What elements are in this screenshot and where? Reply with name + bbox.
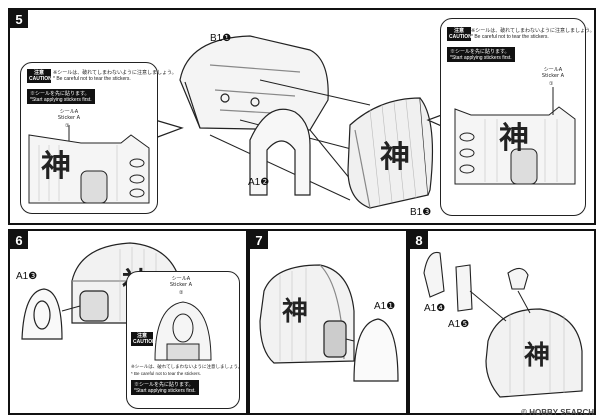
sticker-number: ②	[179, 290, 184, 296]
b1-bottom-shell	[347, 97, 434, 209]
apply-first-bar: ※シールを先に貼ります。 *Start applying stickers fi…	[27, 89, 95, 104]
left-callout-tail	[154, 119, 184, 139]
caution-en: * Be careful not to tear the stickers.	[131, 371, 202, 376]
left-callout-drawing	[28, 125, 150, 204]
body-kanji: 神	[282, 297, 309, 327]
a1-arch	[249, 108, 311, 196]
apply-first-en: *Start applying stickers first.	[134, 388, 196, 394]
caution-badge: 注意 CAUTION	[447, 27, 472, 41]
step-number: 6	[10, 231, 28, 249]
apply-first-jp: ※シールを先に貼ります。	[450, 49, 510, 55]
step-8-panel: 8 A1❹ A1❺ 神	[408, 229, 596, 415]
a1-piece-4	[423, 251, 445, 298]
part-label-a1-4: A1❹	[424, 303, 446, 314]
caution-jp: ※シールは、破れてしまわないように注意しましょう。	[53, 70, 177, 76]
step-6-sticker-callout: シールA Sticker A ② 注意 CAUTION ※シールは、破れてしまわ…	[126, 271, 243, 409]
step-number: 7	[250, 231, 268, 249]
right-callout-drawing	[454, 87, 576, 185]
step-7-drawing	[259, 264, 399, 382]
caution-badge: 注意 CAUTION	[131, 332, 156, 346]
part-label-a1: A1❶	[374, 301, 396, 312]
right-sticker-callout: 注意 CAUTION ※シールは、破れてしまわないように注意しましょう。 * B…	[440, 18, 594, 216]
apply-first-en: *Start applying stickers first.	[30, 97, 92, 103]
body-kanji: 神	[524, 341, 551, 371]
part-label-b1-top: B1❶	[210, 33, 232, 44]
left-callout-kanji: 神	[41, 149, 71, 184]
a1-piece-5	[455, 264, 473, 312]
left-sticker-callout: 注意 CAUTION ※シールは、破れてしまわないように注意しましょう。 * B…	[20, 62, 177, 214]
step-7-panel: 7 神 A1❶	[248, 229, 408, 415]
caution-en: * Be careful not to tear the stickers.	[53, 76, 131, 82]
step-5-panel: 5	[8, 8, 596, 225]
step-number: 5	[10, 10, 28, 28]
step-number: 8	[410, 231, 428, 249]
right-callout-kanji: 神	[499, 121, 529, 156]
part-label-a1: A1❷	[248, 177, 270, 188]
apply-first-jp: ※シールを先に貼ります。	[134, 382, 194, 388]
step-5-drawing	[154, 35, 456, 209]
sticker-label: シールA Sticker A	[169, 276, 193, 288]
step-8-drawing	[423, 251, 583, 398]
a1-door-piece	[353, 318, 399, 382]
a1-face-piece	[21, 288, 63, 340]
apply-first-bar: ※シールを先に貼ります。 *Start applying stickers fi…	[447, 47, 515, 62]
step-6-panel: 6 A1❸ 神 シールA Sticker A ②	[8, 229, 248, 415]
b1-top-shell	[179, 35, 329, 131]
top-cap	[507, 267, 529, 290]
apply-first-jp: ※シールを先に貼ります。	[30, 91, 90, 97]
apply-first-bar: ※シールを先に貼ります。 *Start applying stickers fi…	[131, 380, 199, 395]
part-label-b1-bottom: B1❸	[410, 207, 432, 218]
caution-en: * Be careful not to tear the stickers.	[471, 34, 549, 40]
sticker-number: ①	[65, 123, 70, 129]
caution-jp: ※シールは、破れてしまわないように注意しましょう。	[131, 365, 243, 370]
part-label-a1: A1❸	[16, 271, 38, 282]
part-label-a1-5: A1❺	[448, 319, 470, 330]
b1-kanji: 神	[380, 140, 410, 175]
watermark: © HOBBY SEARCH	[521, 408, 594, 417]
sticker-label: シールA Sticker A	[541, 67, 565, 79]
sticker-label: シールA Sticker A	[57, 109, 81, 121]
caution-badge: 注意 CAUTION	[27, 69, 52, 83]
base-body	[259, 264, 355, 364]
apply-first-en: *Start applying stickers first.	[450, 55, 512, 61]
sticker-number: ①	[549, 81, 554, 87]
step-6-callout-drawing	[154, 301, 212, 361]
caution-jp: ※シールは、破れてしまわないように注意しましょう。	[471, 28, 595, 34]
